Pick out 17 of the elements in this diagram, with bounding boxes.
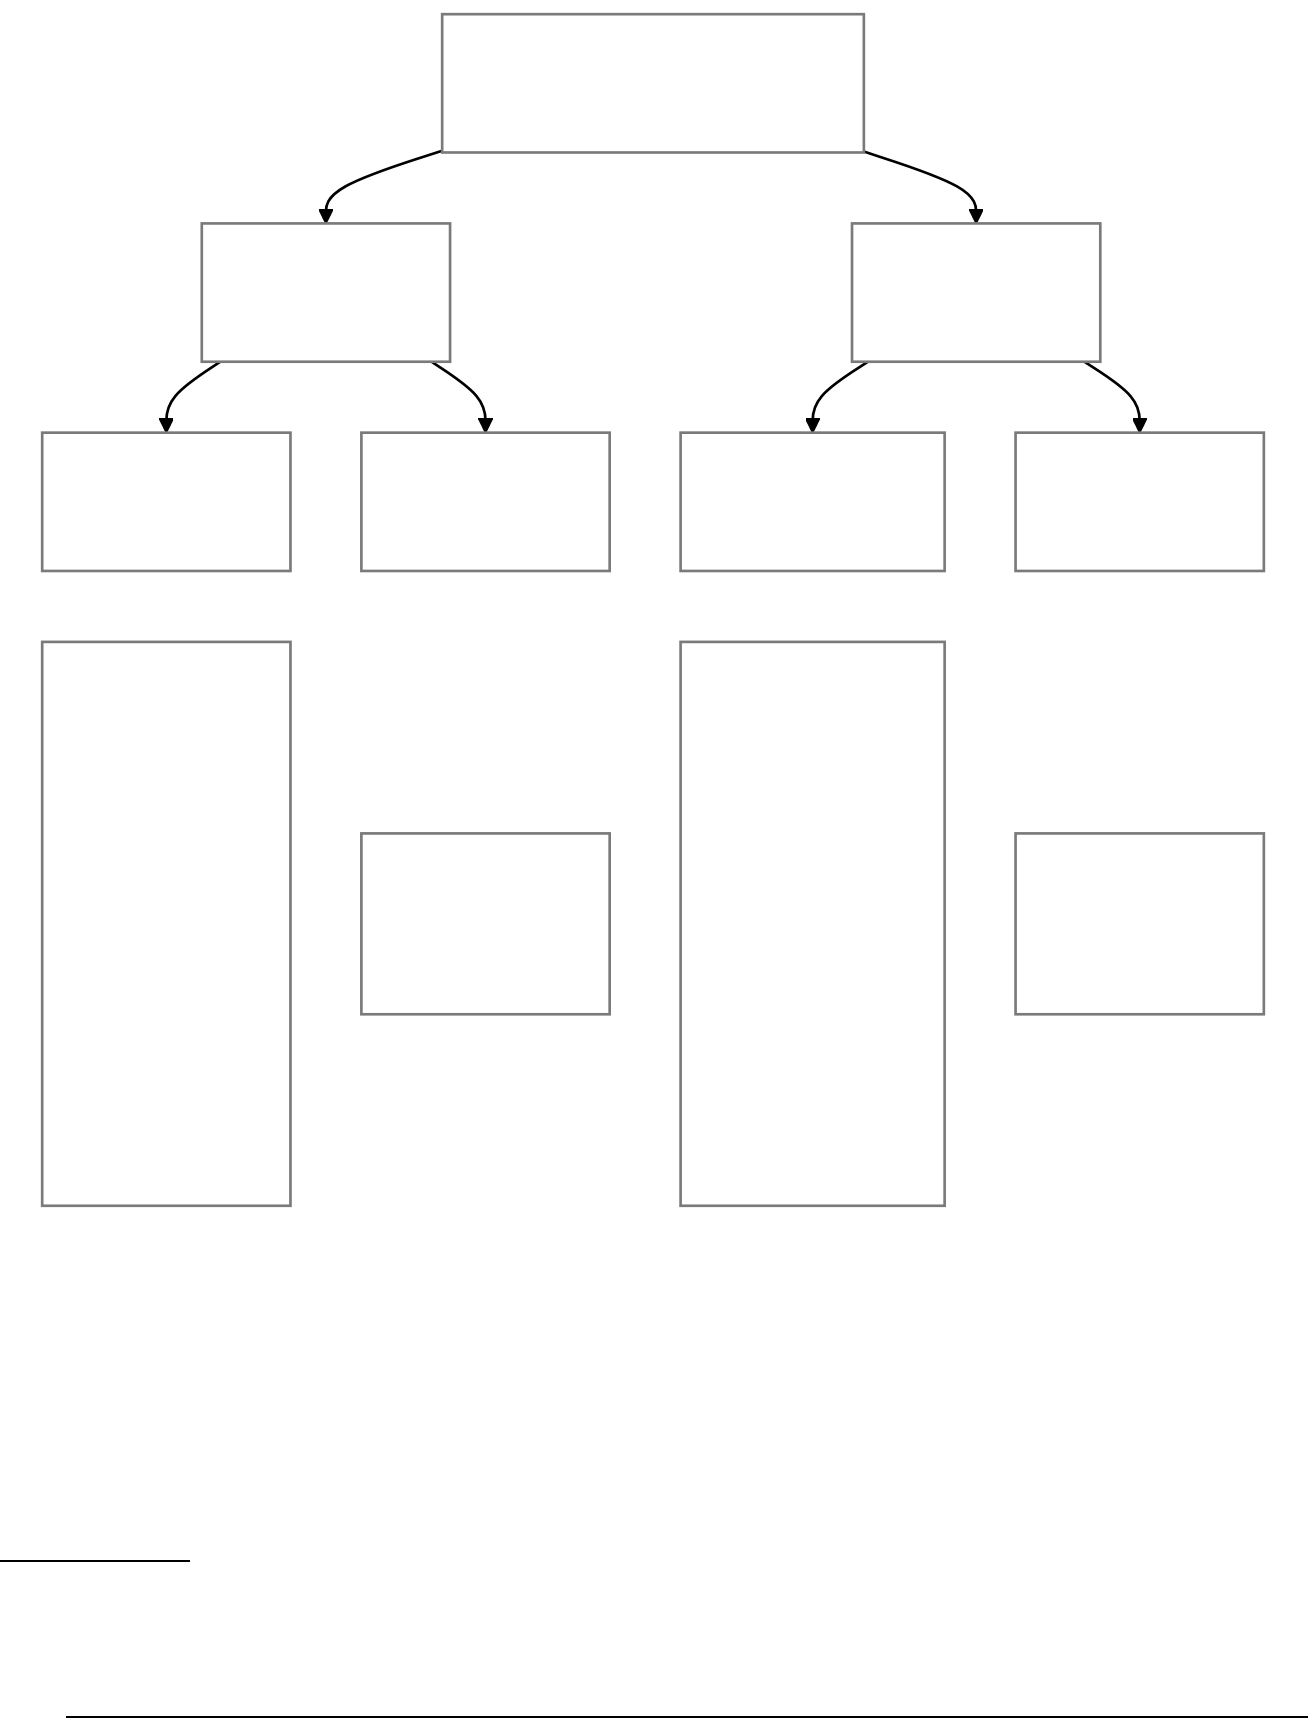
node-box xyxy=(361,431,612,573)
arrow xyxy=(864,150,985,225)
arrow xyxy=(159,360,223,434)
node-box xyxy=(680,640,947,1208)
arrow xyxy=(805,360,870,434)
node-box xyxy=(41,640,293,1208)
node-box xyxy=(851,222,1103,364)
node-box xyxy=(201,222,453,364)
node-box xyxy=(1015,832,1267,1016)
node-box xyxy=(441,12,867,154)
node-box xyxy=(41,431,293,573)
arrow xyxy=(319,149,444,225)
arrow xyxy=(431,360,495,434)
node-box xyxy=(680,431,947,573)
arrow xyxy=(1084,360,1149,434)
node-box xyxy=(1015,431,1267,573)
node-box xyxy=(361,832,612,1016)
